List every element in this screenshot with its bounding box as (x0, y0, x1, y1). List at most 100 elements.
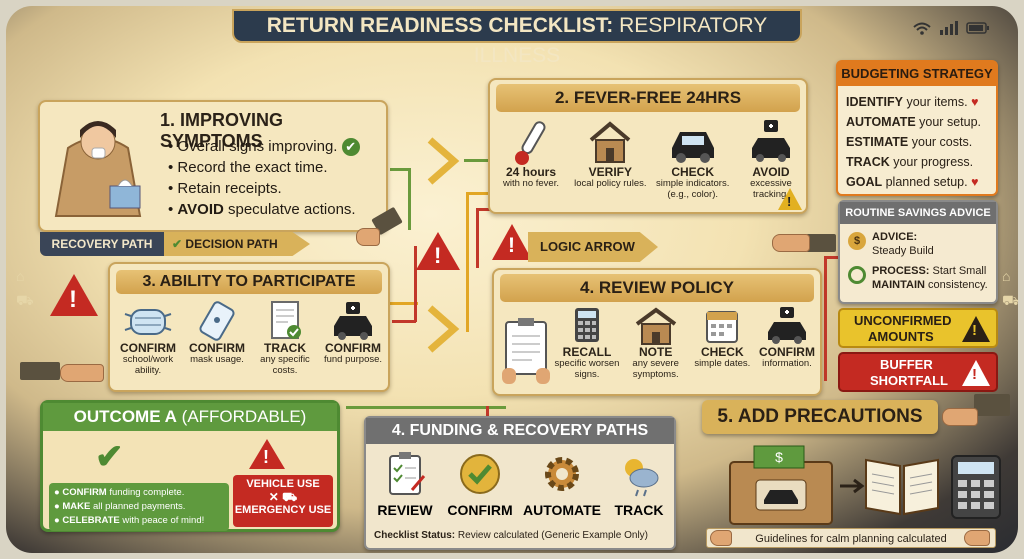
pointing-hand-icon (60, 364, 104, 382)
logic-arrow: LOGIC ARROW (528, 232, 658, 262)
item-note: any severe symptoms. (632, 358, 679, 380)
item-title: AVOID (752, 165, 790, 179)
warning-icon: ! (962, 360, 990, 386)
house-icon (623, 306, 689, 346)
face-mask-icon (114, 300, 182, 342)
item-bold: TRACK (846, 155, 890, 169)
precautions-heading: 5. ADD PRECAUTIONS (717, 406, 923, 427)
connector-line (826, 256, 846, 259)
budgeting-panel: BUDGETING STRATEGY IDENTIFY your items. … (836, 60, 998, 196)
item-title: TRACK (614, 502, 664, 518)
unconfirmed-line: AMOUNTS (868, 329, 934, 344)
item-note: excessive tracking. (750, 178, 792, 200)
toolbox-icon: $ (726, 442, 836, 533)
warning-small-icon: ! (778, 188, 802, 210)
item-note: school/work ability. (122, 354, 174, 376)
cycle-arrows-icon (848, 266, 866, 284)
connector-line (346, 406, 506, 409)
item-text: your setup. (919, 115, 981, 129)
list-item: • AVOID speculatve actions. (168, 201, 356, 218)
medical-car-icon (756, 306, 818, 346)
warning-icon: ! (416, 232, 460, 270)
guidelines-text: Guidelines for calm planning calculated (755, 533, 947, 545)
participate-heading: 3. ABILITY TO PARTICIPATE (116, 270, 382, 294)
connector-line (414, 246, 417, 322)
improving-symptoms-heading: 1. IMPROVING SYMPTOMS (160, 110, 284, 151)
check-icon: ✔ (95, 438, 124, 476)
item-title: CONFIRM (758, 345, 815, 359)
item-text: Start Small (932, 265, 987, 277)
vehicle-emergency-box: VEHICLE USE ✕ ⛟ EMERGENCY USE (233, 475, 333, 527)
item-bold: PROCESS: (872, 265, 930, 277)
savings-heading: ROUTINE SAVINGS ADVICE (840, 202, 996, 224)
list-item: ESTIMATE your costs. (846, 132, 996, 152)
title-banner: RETURN READINESS CHECKLIST: RESPIRATORY … (232, 9, 802, 67)
calculator-icon (554, 306, 620, 346)
list-item: • Retain receipts. (168, 180, 282, 197)
list-item: • Overall signs improving. ✔ (168, 136, 383, 157)
house-icon: ⌂ (1002, 268, 1011, 284)
warning-icon: ! (492, 224, 532, 260)
connector-line (390, 302, 418, 305)
checklist-icon (370, 450, 440, 498)
house-icon: ⌂ (16, 268, 25, 284)
status-text: Review calculated (Generic Example Only) (457, 530, 648, 541)
car-icon: ⛟ (16, 292, 34, 308)
list-item: TRACK your progress. (846, 152, 996, 172)
house-icon (573, 118, 647, 166)
item-bold: IDENTIFY (846, 95, 903, 109)
review-policy-heading: 4. REVIEW POLICY (500, 274, 814, 302)
buffer-line: SHORTFALL (870, 373, 948, 388)
checklist-status: Checklist Status: Review calculated (Gen… (374, 530, 670, 541)
funding-items: REVIEW CONFIRM AUTOMATE TRACK (370, 450, 670, 518)
decision-path-text: DECISION PATH (185, 237, 278, 251)
wifi-signal-battery-icon (913, 21, 989, 35)
item-title: CONFIRM (189, 341, 245, 355)
budgeting-list: IDENTIFY your items. ♥ AUTOMATE your set… (846, 92, 996, 192)
connector-line (390, 168, 410, 171)
connector-line (392, 320, 416, 323)
buffer-shortfall-box: BUFFER SHORTFALL ! (838, 352, 998, 392)
emergency-use-text: EMERGENCY USE (234, 504, 332, 516)
bullet-text: speculatve actions. (228, 201, 356, 218)
chevron-right-icon (424, 136, 464, 191)
precautions-heading-box: 5. ADD PRECAUTIONS (702, 400, 938, 434)
item-note: with no fever. (503, 178, 559, 189)
list-item: ● CONFIRM funding complete. (54, 487, 185, 498)
item-note: specific worsen signs. (554, 358, 620, 380)
svg-text:$: $ (775, 449, 783, 465)
item-text: with peace of mind! (122, 515, 205, 526)
item-text: your items. (906, 95, 968, 109)
recovery-path-text: RECOVERY PATH (51, 237, 153, 251)
pointing-hand-icon (942, 408, 978, 426)
car-icon (653, 118, 733, 166)
item-title: NOTE (638, 345, 673, 359)
title-bold: RETURN READINESS CHECKLIST: (266, 14, 614, 37)
pointing-hand-icon (710, 530, 732, 546)
connector-line (476, 208, 479, 268)
item-text: your progress. (893, 155, 974, 169)
car-icon: ⛟ (1002, 292, 1018, 308)
pointing-hand-sleeve (974, 394, 1010, 416)
medical-car-icon (320, 300, 386, 342)
item-bold: CONFIRM (62, 487, 107, 498)
item-note: simple dates. (694, 358, 751, 369)
list-item: ● CELEBRATE with peace of mind! (54, 515, 205, 526)
infographic-frame: RETURN READINESS CHECKLIST: RESPIRATORY … (6, 6, 1018, 553)
item-text: planned setup. (885, 175, 968, 189)
outcome-heading-rest: (AFFORDABLE) (181, 407, 307, 426)
item-text: consistency. (928, 279, 988, 291)
item-title: CONFIRM (120, 341, 176, 355)
savings-list: $ ADVICE:Steady Build PROCESS: Start Sma… (846, 230, 996, 292)
